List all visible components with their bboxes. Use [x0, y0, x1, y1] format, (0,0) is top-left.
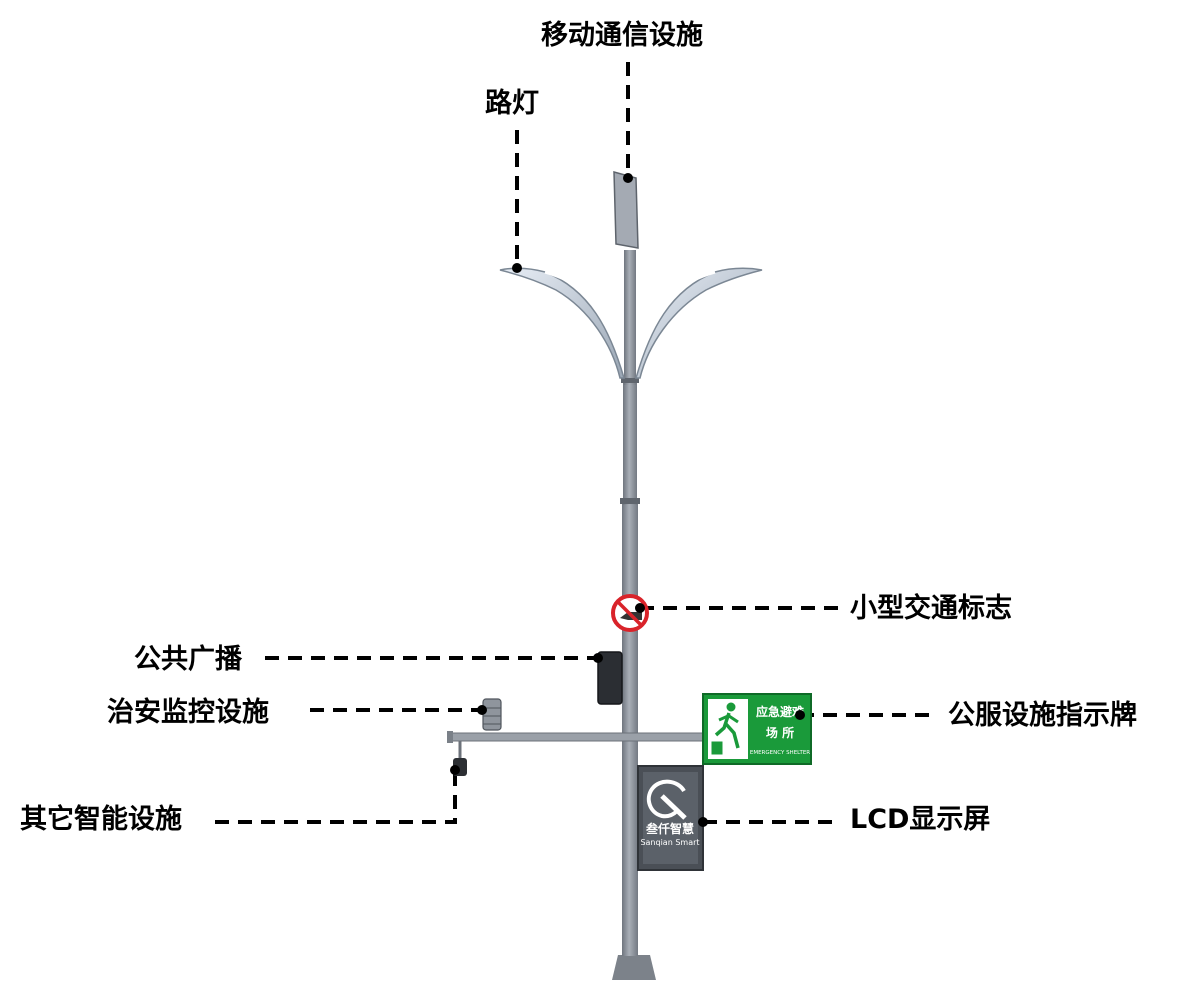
- label-traffic-sign: 小型交通标志: [850, 593, 1012, 624]
- label-lcd-display: LCD显示屏: [850, 804, 991, 835]
- camera-icon: [482, 698, 502, 731]
- label-mobile-communication: 移动通信设施: [541, 20, 703, 51]
- no-horn-sign-icon: [611, 594, 649, 632]
- pole-base: [612, 955, 656, 980]
- street-light-icon: [499, 267, 763, 379]
- pole-upper: [624, 250, 636, 385]
- leader-endpoints: [450, 173, 805, 827]
- lcd-brand-cn: 叁仟智慧: [645, 821, 694, 836]
- shelter-english: EMERGENCY SHELTER: [750, 750, 810, 756]
- label-public-broadcast: 公共广播: [134, 644, 242, 675]
- cross-arm: [449, 732, 706, 742]
- pole-joint: [620, 498, 640, 504]
- pole-joint-2: [621, 378, 639, 383]
- label-other-smart-facilities: 其它智能设施: [20, 804, 182, 835]
- label-security-surveillance: 治安监控设施: [107, 697, 269, 728]
- shelter-line1: 应急避难: [756, 704, 804, 719]
- label-street-light: 路灯: [485, 88, 539, 119]
- shelter-line2: 场 所: [766, 725, 794, 740]
- pole-middle: [623, 380, 637, 505]
- shelter-sign: 应急避难 场 所 EMERGENCY SHELTER: [702, 693, 812, 765]
- leader-lines: [215, 62, 935, 824]
- running-person-icon: [711, 702, 740, 755]
- lcd-screen: 叁仟智慧 Sanqian Smart: [637, 765, 704, 871]
- pole-lower: [622, 500, 638, 956]
- arm-end-cap: [447, 731, 453, 743]
- brand-logo-icon: [646, 779, 687, 820]
- label-public-service-sign: 公服设施指示牌: [948, 700, 1137, 731]
- leader-other: [215, 770, 457, 824]
- lcd-brand-en: Sanqian Smart: [640, 838, 699, 847]
- speaker-icon: [597, 651, 623, 705]
- antenna-icon: [613, 171, 639, 249]
